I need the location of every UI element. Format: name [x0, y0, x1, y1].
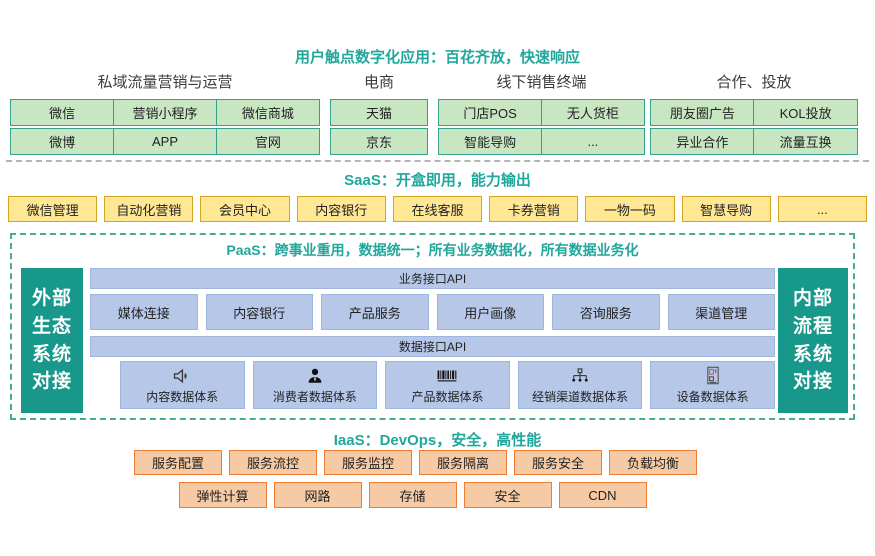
side-box-line: 系统	[31, 343, 72, 365]
saas-capability: 在线客服	[392, 196, 483, 222]
touchpoint-row: 门店POS 无人货柜	[438, 99, 645, 126]
saas-layer-title: SaaS：开盒即用，能力输出	[344, 172, 531, 189]
touchpoint-cell: KOL投放	[753, 99, 858, 126]
touchpoint-row: 京东	[330, 128, 428, 155]
iaas-item: 服务监控	[324, 450, 412, 475]
barcode-icon	[436, 366, 458, 386]
data-system-content: 内容数据体系	[120, 361, 245, 409]
touchpoint-group-cooperation: 朋友圈广告 KOL投放 异业合作 流量互换	[650, 99, 858, 155]
touchpoint-cell: 天猫	[330, 99, 428, 126]
paas-service-row: 媒体连接 内容银行 产品服务 用户画像 咨询服务 渠道管理	[90, 294, 775, 330]
touchpoint-row: 微博 APP 官网	[10, 128, 320, 155]
saas-capability: 智慧导购	[681, 196, 771, 222]
group-header-private-traffic: 私域流量营销与运营	[97, 74, 233, 91]
paas-service: 内容银行	[205, 294, 313, 330]
data-system-label: 产品数据体系	[411, 389, 484, 404]
paas-service: 产品服务	[321, 294, 429, 330]
touchpoint-layer-title: 用户触点数字化应用：百花齐放，快速响应	[294, 49, 580, 66]
org-chart-icon	[570, 366, 590, 386]
device-icon	[705, 366, 721, 386]
touchpoint-group-private-traffic: 微信 营销小程序 微信商城 微博 APP 官网	[10, 99, 320, 155]
touchpoint-cell: ...	[540, 128, 645, 155]
group-header-offline-terminal: 线下销售终端	[496, 74, 587, 91]
touchpoint-group-ecommerce: 天猫 京东	[330, 99, 428, 155]
data-system-label: 消费者数据体系	[272, 389, 357, 404]
touchpoint-cell: 官网	[215, 128, 320, 155]
side-box-line: 生态	[31, 315, 72, 337]
touchpoint-row: 异业合作 流量互换	[650, 128, 858, 155]
iaas-item: 服务安全	[514, 450, 602, 475]
side-box-line: 内部	[792, 288, 833, 310]
iaas-infra-row: 弹性计算 网路 存储 安全 CDN	[0, 482, 850, 508]
iaas-item: 服务配置	[134, 450, 222, 475]
saas-capability: 会员中心	[200, 196, 290, 222]
data-system-device: 设备数据体系	[650, 361, 775, 409]
internal-process-box: 内部 流程 系统 对接	[778, 268, 848, 413]
touchpoint-cell: 京东	[330, 128, 428, 155]
touchpoint-row: 天猫	[330, 99, 428, 126]
data-system-label: 经销渠道数据体系	[532, 389, 629, 404]
touchpoint-row: 朋友圈广告 KOL投放	[650, 99, 858, 126]
saas-capability: 卡券营销	[489, 196, 579, 222]
iaas-item: 弹性计算	[178, 482, 267, 508]
paas-data-system-row: 内容数据体系 消费者数据体系	[120, 361, 775, 409]
touchpoint-cell: 朋友圈广告	[650, 99, 755, 126]
side-box-line: 对接	[792, 371, 833, 393]
iaas-service-row: 服务配置 服务流控 服务监控 服务隔离 服务安全 负载均衡	[0, 450, 853, 475]
touchpoint-cell: 门店POS	[438, 99, 543, 126]
iaas-item: 存储	[368, 482, 457, 508]
group-header-ecommerce: 电商	[363, 74, 394, 91]
touchpoint-cell: APP	[112, 128, 218, 155]
iaas-item: 服务隔离	[419, 450, 507, 475]
business-api-bar: 业务接口API	[90, 268, 775, 289]
iaas-item: 服务流控	[229, 450, 317, 475]
paas-service: 咨询服务	[552, 294, 660, 330]
saas-capability: 一物一码	[585, 196, 675, 222]
data-system-consumer: 消费者数据体系	[252, 361, 378, 409]
data-system-product: 产品数据体系	[385, 361, 510, 409]
external-ecosystem-box: 外部 生态 系统 对接	[21, 268, 83, 413]
touchpoint-cell: 智能导购	[438, 128, 543, 155]
paas-service: 用户画像	[436, 294, 544, 330]
saas-capability-row: 微信管理 自动化营销 会员中心 内容银行 在线客服 卡券营销 一物一码 智慧导购…	[8, 196, 867, 222]
saas-capability: 微信管理	[8, 196, 98, 222]
touchpoint-cell: 微博	[10, 128, 115, 155]
touchpoint-cell: 无人货柜	[540, 99, 645, 126]
data-api-bar: 数据接口API	[90, 336, 775, 357]
group-header-cooperation: 合作、投放	[716, 74, 792, 91]
touchpoint-cell: 异业合作	[650, 128, 755, 155]
touchpoint-cell: 流量互换	[753, 128, 858, 155]
paas-layer-title: PaaS：跨事业重用，数据统一；所有业务数据化，所有数据业务化	[226, 242, 639, 258]
side-box-line: 系统	[792, 343, 833, 365]
person-icon	[306, 366, 324, 386]
touchpoint-group-offline-terminal: 门店POS 无人货柜 智能导购 ...	[438, 99, 645, 155]
iaas-item: 负载均衡	[609, 450, 697, 475]
data-system-label: 设备数据体系	[676, 389, 749, 404]
dashed-divider	[6, 160, 869, 162]
touchpoint-row: 微信 营销小程序 微信商城	[10, 99, 320, 126]
paas-container: PaaS：跨事业重用，数据统一；所有业务数据化，所有数据业务化 外部 生态 系统…	[10, 233, 855, 420]
paas-service: 媒体连接	[90, 294, 198, 330]
side-box-line: 外部	[31, 288, 72, 310]
data-system-channel: 经销渠道数据体系	[517, 361, 643, 409]
speaker-icon	[172, 366, 192, 386]
paas-service: 渠道管理	[667, 294, 775, 330]
data-system-label: 内容数据体系	[146, 389, 219, 404]
iaas-item: 安全	[463, 482, 552, 508]
touchpoint-cell: 营销小程序	[112, 99, 218, 126]
iaas-item: CDN	[558, 482, 647, 508]
touchpoint-cell: 微信商城	[215, 99, 320, 126]
saas-capability: 内容银行	[296, 196, 386, 222]
touchpoint-row: 智能导购 ...	[438, 128, 645, 155]
iaas-layer-title: IaaS：DevOps，安全，高性能	[333, 432, 542, 449]
saas-capability: 自动化营销	[104, 196, 194, 222]
touchpoint-cell: 微信	[10, 99, 115, 126]
iaas-item: 网路	[273, 482, 362, 508]
side-box-line: 流程	[792, 315, 833, 337]
saas-capability: ...	[777, 196, 867, 222]
side-box-line: 对接	[31, 371, 72, 393]
